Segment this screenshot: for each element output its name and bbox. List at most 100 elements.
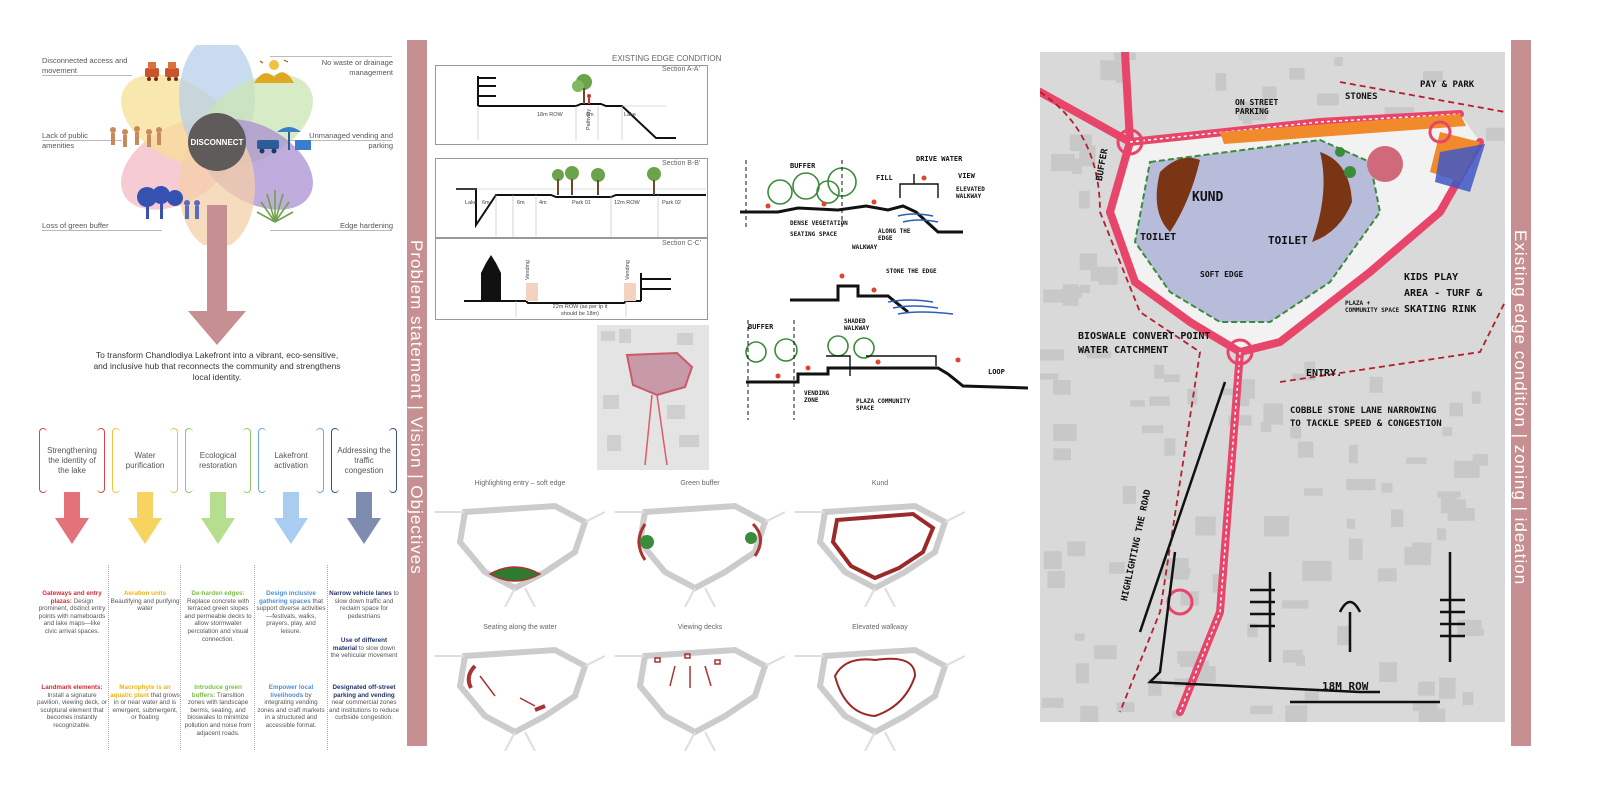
map-building — [1109, 562, 1125, 574]
map-building — [1237, 379, 1255, 399]
thumbnail-title: Green buffer — [680, 480, 720, 487]
map-building — [1122, 486, 1136, 504]
map-building — [1053, 380, 1071, 395]
down-arrow-icon — [188, 205, 246, 345]
map-building — [1302, 560, 1332, 582]
map-building — [1317, 93, 1339, 106]
thumbnail-title: Highlighting entry – soft edge — [474, 480, 566, 487]
strategy-primary: Aeration units Beautifying and purifying… — [110, 590, 180, 613]
sections-header: EXISTING EDGE CONDITION — [612, 54, 722, 63]
objective-label: Addressing the traffic congestion — [337, 445, 391, 475]
map-building — [1041, 697, 1064, 708]
map-building — [1437, 528, 1447, 541]
map-building — [1047, 570, 1065, 589]
map-building — [1238, 108, 1267, 121]
map-building — [1100, 60, 1125, 81]
map-building — [1349, 444, 1358, 464]
crowd-icon — [110, 126, 162, 147]
map-building — [1423, 71, 1443, 82]
thumbnail-title: Viewing decks — [677, 624, 723, 631]
map-building — [1250, 705, 1273, 715]
note-buffer: BUFFER — [790, 162, 816, 170]
band-right-label: Existing edge condition | zoning | ideat… — [1511, 230, 1530, 586]
leader-line — [270, 56, 392, 57]
map-building — [1381, 482, 1393, 493]
section-a-row: 18m ROW — [537, 112, 563, 118]
leader-line — [42, 230, 162, 231]
thumbnail-diagram — [615, 646, 785, 751]
band-right — [1511, 40, 1531, 746]
strategy-title: Introduce green buffers: — [191, 684, 242, 699]
strategy-desc: Design prominent, distinct entry points … — [38, 597, 106, 635]
note-shaded: SHADED WALKWAY — [844, 318, 870, 332]
thumbnail-diagram — [795, 502, 965, 607]
map-building — [1281, 600, 1309, 609]
objective-card: Addressing the traffic congestion — [331, 428, 397, 493]
note-dense: DENSE VEGETATION — [790, 220, 848, 227]
thumbnail-title: Seating along the water — [483, 624, 557, 631]
map-building — [1406, 457, 1427, 465]
leader-line — [42, 140, 122, 141]
thumbnail-diagram — [795, 646, 965, 751]
map-building — [1471, 391, 1481, 404]
strategy-title: Empower local livelihoods — [268, 684, 314, 699]
divider — [180, 565, 181, 750]
map-building — [1172, 711, 1181, 718]
strategy-title: Design inclusive gathering spaces — [258, 590, 316, 605]
objective-card: Lakefront activation — [258, 428, 324, 493]
thumbnail-diagram — [435, 502, 605, 607]
strategy-title: Gateways and entry plazas: — [42, 590, 102, 605]
map-building — [1263, 515, 1290, 537]
note-drive-water: DRIVE WATER — [916, 155, 963, 163]
strategy-title: Narrow vehicle lanes — [329, 590, 392, 597]
map-building — [1090, 268, 1101, 282]
map-building — [1161, 558, 1189, 580]
map-building — [1418, 681, 1435, 696]
map-building — [1130, 400, 1145, 407]
label-no-waste: No waste or drainage management — [321, 58, 393, 77]
objective-arrow-icon — [347, 492, 381, 544]
leader-line — [270, 230, 392, 231]
objective-label: Strengthening the identity of the lake — [47, 445, 97, 475]
map-building — [1297, 441, 1314, 458]
map-building — [1486, 127, 1505, 141]
label-edge-hardening: Edge hardening — [340, 221, 393, 230]
map-building — [1442, 427, 1453, 436]
map-building — [1164, 374, 1180, 383]
section-a-drawing — [477, 74, 676, 140]
strategy-secondary: Macrophyte is an aquatic plant that grow… — [110, 684, 180, 722]
map-building — [1449, 402, 1463, 417]
section-c-vending2: Vending — [625, 260, 631, 280]
map-building — [1177, 651, 1199, 664]
divider — [254, 565, 255, 750]
map-building — [1142, 425, 1164, 434]
band-left-label: Problem statement | Vision | Objectives — [407, 240, 426, 575]
note-plaza: PLAZA COMMUNITY SPACE — [856, 398, 911, 412]
objective-arrow-icon — [55, 492, 89, 544]
map-building — [1078, 190, 1090, 209]
strategy-desc: Install a signature pavilion, viewing de… — [37, 691, 108, 729]
section-b-4m: 4m — [539, 200, 547, 206]
site-map — [1040, 52, 1505, 722]
strategy-secondary: Empower local livelihoods by integrating… — [256, 684, 326, 730]
disconnect-center: DISCONNECT — [188, 113, 246, 171]
map-note-pay: PAY & PARK — [1420, 80, 1475, 90]
map-building — [1289, 67, 1305, 80]
map-note-toilet1: TOILET — [1140, 232, 1177, 243]
map-building — [1369, 376, 1383, 393]
strategy-secondary: Designated off-street parking and vendin… — [329, 684, 399, 722]
strategy-desc: Replace concrete with terraced green slo… — [184, 597, 252, 643]
note-loop: LOOP — [988, 368, 1005, 376]
map-building — [1228, 415, 1252, 426]
map-building — [1285, 705, 1308, 722]
map-note-soft: SOFT EDGE — [1200, 270, 1244, 279]
map-building — [1040, 349, 1064, 361]
trees-people-icon — [137, 186, 200, 219]
grass-icon — [256, 190, 294, 223]
map-building — [1412, 701, 1438, 711]
note-stone: STONE THE EDGE — [886, 268, 937, 275]
map-building — [1472, 454, 1488, 466]
strategy-desc: Beautifying and purifying water — [110, 597, 180, 613]
strategy-desc: by integrating vending zones and craft m… — [257, 691, 325, 729]
label-lack-amenities: Lack of public amenities — [42, 131, 88, 150]
